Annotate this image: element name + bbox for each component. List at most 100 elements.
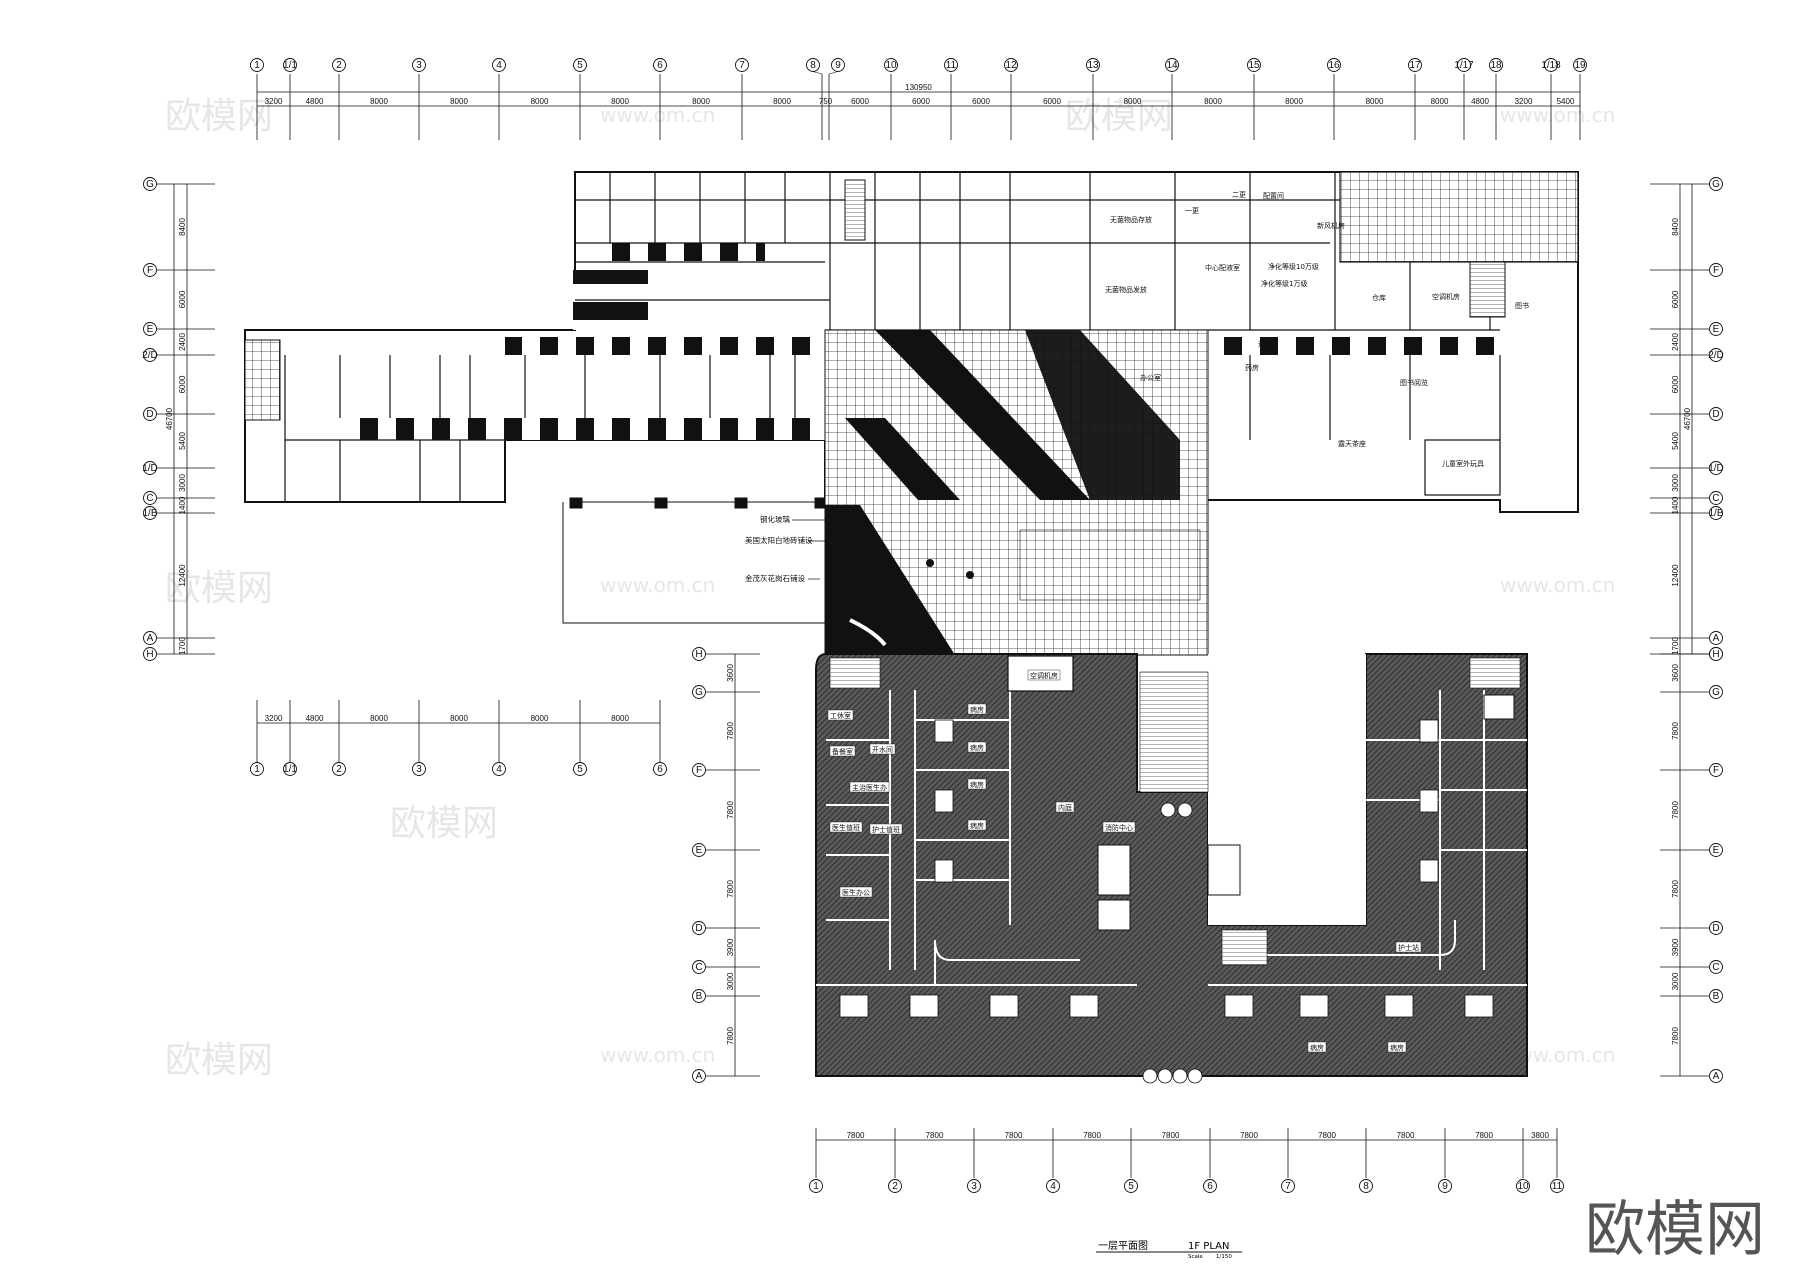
axis-bubble [692,921,706,935]
dimension-value: 1400 [1671,496,1680,514]
stair [1469,657,1521,689]
axis-label: 9 [835,60,841,71]
axis-bubble [1709,763,1723,777]
room-label: 病房 [970,821,984,830]
room-label: 内庭 [1058,803,1072,812]
axis-label: 1/D [1708,463,1724,474]
axis-bubble [143,647,157,661]
stair [1469,261,1506,318]
axis-label: 9 [1442,1181,1448,1192]
room-label: 露天茶座 [1338,439,1366,448]
axis-bubble [143,506,157,520]
axis-bubble [735,58,749,72]
axis-label: 2 [892,1181,898,1192]
axis-label: 2/D [142,350,158,361]
room-label: 新风机房 [1317,221,1345,230]
room-label: 一更 [1185,207,1199,215]
axis-label: 3 [971,1181,977,1192]
axis-bubble [143,491,157,505]
dimension-value: 1700 [1671,637,1680,655]
dimension-value: 7800 [1318,1131,1336,1140]
axis-label: H [695,649,702,660]
dimension-value: 6000 [851,97,869,106]
stair [244,339,281,421]
elevator [1483,694,1515,720]
axis-bubble [1709,685,1723,699]
axis-bubble [653,762,667,776]
dimension-value: 4800 [306,714,324,723]
room-label: 办公室 [1140,373,1161,382]
axis-label: 19 [1574,60,1586,71]
dimension-value: 8000 [1285,97,1303,106]
axis-label: A [696,1071,703,1082]
axis-label: C [695,962,702,973]
axis-bubble [1046,1179,1060,1193]
dimension-value: 1700 [178,637,187,655]
dimension-value: 7800 [1005,1131,1023,1140]
room-label-box [869,743,896,755]
dimension-value: 5400 [1557,97,1575,106]
axis-label: F [1713,265,1719,276]
plaza-steps [1139,671,1209,793]
dimension-value: 1400 [178,496,187,514]
dimension-value: 5400 [178,432,187,450]
canopy-outline [562,497,828,624]
room-label: 主治医生办 [852,783,887,792]
axis-bubble [332,762,346,776]
dimension-value: 3600 [726,664,735,682]
watermark-url: www.om.cn [600,1043,715,1067]
axis-bubble [884,58,898,72]
watermark-brand: 欧模网 [165,96,273,137]
watermark-brand: 欧模网 [1065,96,1173,137]
corridor-stripes [605,243,765,261]
axis-label: G [1712,687,1720,698]
room-label: 消防中心 [1105,823,1133,832]
axis-label: D [1712,923,1719,934]
dimension-value: 6000 [912,97,930,106]
axis-label: F [696,765,702,776]
dimension-value: 8000 [450,97,468,106]
dimension-value: 8400 [1671,218,1680,236]
brand-logo: 欧模网 [1585,1195,1765,1265]
dimension-value: 7800 [726,801,735,819]
axis-bubble [1544,58,1558,72]
axis-bubble [1203,1179,1217,1193]
entrance-plaza [824,329,1209,656]
dimension-value: 4800 [1471,97,1489,106]
axis-label: 6 [657,60,663,71]
dimension-value: 8000 [1204,97,1222,106]
axis-label: 6 [1207,1181,1213,1192]
axis-label: G [1712,179,1720,190]
axis-label: 12 [1005,60,1017,71]
watermark-brand: 欧模网 [390,803,498,844]
axis-bubble [1408,58,1422,72]
axis-label: 16 [1328,60,1340,71]
scale-value: 1/150 [1216,1254,1232,1260]
room-label-box [827,709,854,721]
axis-label: 10 [885,60,897,71]
axis-bubble [831,58,845,72]
annotation-tempered-glass: 钢化玻璃 [760,514,790,524]
axis-leader [828,71,839,75]
annotation-granite: 金茂灰花岗石铺设 [745,573,805,583]
stair [844,179,866,241]
room-label-box [849,781,890,793]
dimension-value: 12400 [1671,564,1680,587]
dimension-value: 8000 [611,714,629,723]
restroom [1097,844,1131,896]
room-label-box [967,703,987,715]
axis-bubble [1573,58,1587,72]
ward-bathrooms [839,719,1494,1018]
axis-label: G [146,179,154,190]
axis-label: 2/D [1708,350,1724,361]
room-label: 病房 [1310,1043,1324,1052]
dimension-value: 8000 [370,714,388,723]
dimension-value: 7800 [1671,880,1680,898]
axis-bubble [692,843,706,857]
axis-label: 7 [739,60,745,71]
axis-bubble [573,58,587,72]
axis-label: 1/1 [283,60,297,71]
axis-label: 4 [1050,1181,1056,1192]
